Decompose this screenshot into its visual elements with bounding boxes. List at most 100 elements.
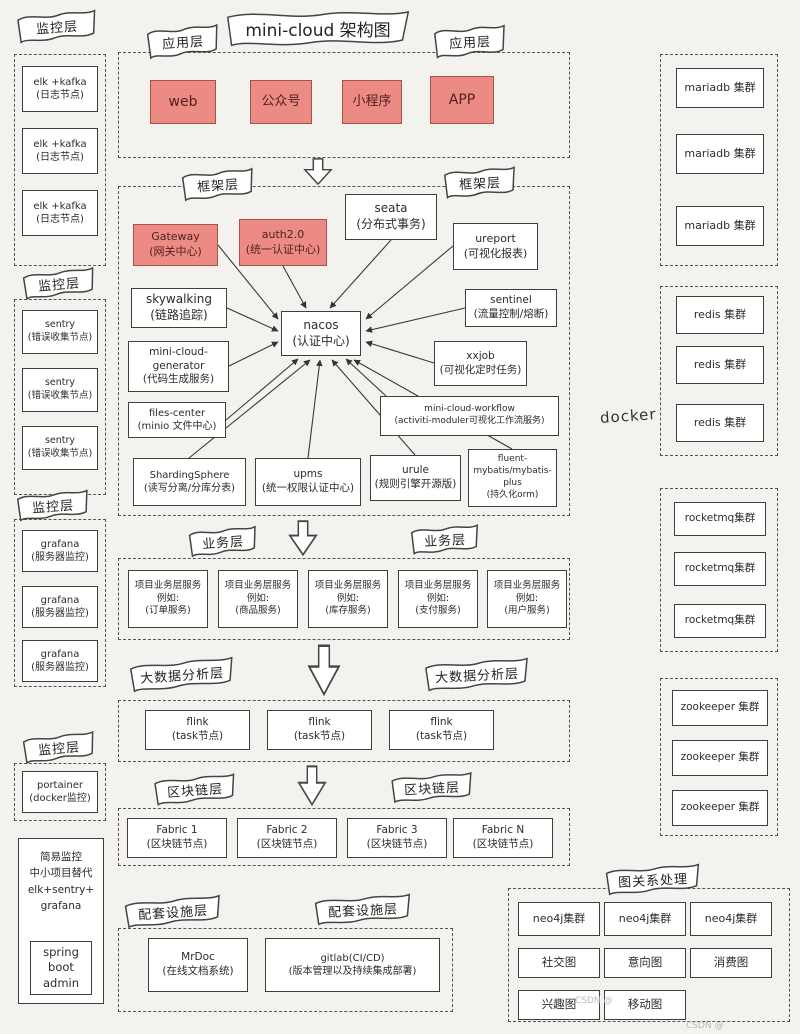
node-fluent-mybatis: fluent- mybatis/mybatis- plus (持久化orm) xyxy=(468,449,557,507)
watermark-2: CSDN @ xyxy=(686,1021,724,1031)
banner-monitor-1: 监控层 xyxy=(15,7,99,45)
group-redis xyxy=(660,286,778,456)
node-mrdoc: MrDoc (在线文档系统) xyxy=(148,938,248,992)
ribbon-icon xyxy=(145,21,221,60)
watermark-1: CSDN @ xyxy=(575,996,613,1006)
node-grafana-1: grafana (服务器监控) xyxy=(22,530,98,572)
banner-label: 框架层 xyxy=(458,175,502,193)
node-business-stock: 项目业务层服务 例如: (库存服务) xyxy=(308,570,388,628)
ribbon-icon xyxy=(222,8,414,48)
banner-label: 业务层 xyxy=(423,532,467,550)
node-fabric-2: Fabric 2 (区块链节点) xyxy=(237,818,337,858)
ribbon-icon xyxy=(422,655,532,693)
group-monitor-grafana xyxy=(14,519,106,687)
node-urule: urule (规则引擎开源版) xyxy=(370,455,461,501)
flow-arrow-framework-to-business xyxy=(288,520,318,556)
ribbon-icon xyxy=(152,771,238,807)
node-fabric-3: Fabric 3 (区块链节点) xyxy=(347,818,447,858)
node-mobile-graph: 移动图 xyxy=(604,990,686,1020)
group-monitor-portainer xyxy=(14,763,106,821)
banner-label: 框架层 xyxy=(196,177,240,195)
node-sentinel: sentinel (流量控制/熔断) xyxy=(465,289,557,327)
node-redis-2: redis 集群 xyxy=(676,346,764,384)
node-zookeeper-1: zookeeper 集群 xyxy=(672,690,768,726)
banner-blockchain-left: 区块链层 xyxy=(152,771,238,807)
banner-graph-processing: 图关系处理 xyxy=(603,861,702,896)
group-business-layer xyxy=(118,558,570,640)
node-intent-graph: 意向图 xyxy=(604,948,686,978)
banner-label: 图关系处理 xyxy=(617,871,689,891)
ribbon-icon xyxy=(432,22,508,60)
group-bigdata-layer xyxy=(118,700,570,762)
node-rocketmq-3: rocketmq集群 xyxy=(674,604,766,638)
banner-business-left: 业务层 xyxy=(187,524,259,559)
ribbon-icon xyxy=(180,165,256,202)
node-business-goods: 项目业务层服务 例如: (商品服务) xyxy=(218,570,298,628)
banner-monitor-2: 监控层 xyxy=(21,265,97,301)
banner-label: 应用层 xyxy=(161,34,205,52)
node-sentry-2: sentry (错误收集节点) xyxy=(22,368,98,412)
node-elk-3: elk +kafka (日志节点) xyxy=(22,190,98,236)
banner-app-right: 应用层 xyxy=(432,22,508,60)
node-files-center: files-center (minio 文件中心) xyxy=(128,402,226,438)
ribbon-icon xyxy=(21,729,97,765)
node-mariadb-1: mariadb 集群 xyxy=(676,68,764,108)
banner-framework-left: 框架层 xyxy=(180,165,256,202)
node-ureport: ureport (可视化报表) xyxy=(453,223,538,270)
ribbon-icon xyxy=(603,861,702,896)
title-label: mini-cloud 架构图 xyxy=(245,20,391,41)
node-gitlab: gitlab(CI/CD) (版本管理以及持续集成部署) xyxy=(265,938,440,992)
node-auth: auth2.0 (统一认证中心) xyxy=(239,219,327,266)
node-sentry-1: sentry (错误收集节点) xyxy=(22,310,98,354)
ribbon-icon xyxy=(127,654,237,693)
node-neo4j-2: neo4j集群 xyxy=(604,902,686,936)
banner-label: 区块链层 xyxy=(403,780,461,798)
node-business-order: 项目业务层服务 例如: (订单服务) xyxy=(128,570,208,628)
group-zookeeper xyxy=(660,678,778,836)
group-blockchain-layer xyxy=(118,808,570,866)
group-mariadb xyxy=(660,54,778,266)
banner-label: 应用层 xyxy=(448,34,492,52)
banner-label: 业务层 xyxy=(201,534,245,552)
banner-business-right: 业务层 xyxy=(409,522,480,556)
node-mini-program: 小程序 xyxy=(342,80,402,124)
node-app: APP xyxy=(430,76,494,124)
node-fabric-n: Fabric N (区块链节点) xyxy=(453,818,553,858)
node-gateway: Gateway (网关中心) xyxy=(133,224,218,266)
banner-bigdata-left: 大数据分析层 xyxy=(127,654,237,693)
ribbon-icon xyxy=(187,524,259,559)
node-web: web xyxy=(150,80,216,124)
banner-monitor-3: 监控层 xyxy=(15,487,91,522)
banner-label: 监控层 xyxy=(35,19,79,37)
banner-infra-right: 配套设施层 xyxy=(312,891,413,926)
ribbon-icon xyxy=(122,893,224,930)
node-flink-3: flink (task节点) xyxy=(389,710,494,750)
banner-label: 配套设施层 xyxy=(327,901,399,921)
node-seata: seata (分布式事务) xyxy=(345,194,437,240)
banner-label: 监控层 xyxy=(37,739,81,759)
group-framework-layer xyxy=(118,186,570,516)
node-upms: upms (统一权限认证中心) xyxy=(255,458,361,506)
node-grafana-2: grafana (服务器监控) xyxy=(22,586,98,628)
banner-bigdata-right: 大数据分析层 xyxy=(422,655,532,693)
node-xxjob: xxjob (可视化定时任务) xyxy=(434,341,527,386)
note-text: 简易监控 中小项目替代 elk+sentry+ grafana xyxy=(27,851,95,912)
flow-arrow-bigdata-to-blockchain xyxy=(297,765,327,806)
node-flink-2: flink (task节点) xyxy=(267,710,372,750)
ribbon-icon xyxy=(15,487,91,522)
node-mariadb-2: mariadb 集群 xyxy=(676,134,764,174)
node-flink-1: flink (task节点) xyxy=(145,710,250,750)
ribbon-icon xyxy=(15,7,99,45)
docker-label: docker xyxy=(599,405,658,427)
node-neo4j-1: neo4j集群 xyxy=(518,902,600,936)
node-consume-graph: 消费图 xyxy=(690,948,772,978)
node-portainer: portainer (docker监控) xyxy=(22,771,98,813)
node-zookeeper-3: zookeeper 集群 xyxy=(672,790,768,826)
group-rocketmq xyxy=(660,488,778,652)
group-monitor-elk xyxy=(14,54,106,266)
flow-arrow-app-to-framework xyxy=(303,158,333,185)
group-app-layer xyxy=(118,52,570,158)
node-mariadb-3: mariadb 集群 xyxy=(676,206,764,246)
banner-blockchain-right: 区块链层 xyxy=(389,770,474,804)
ribbon-icon xyxy=(21,265,97,301)
